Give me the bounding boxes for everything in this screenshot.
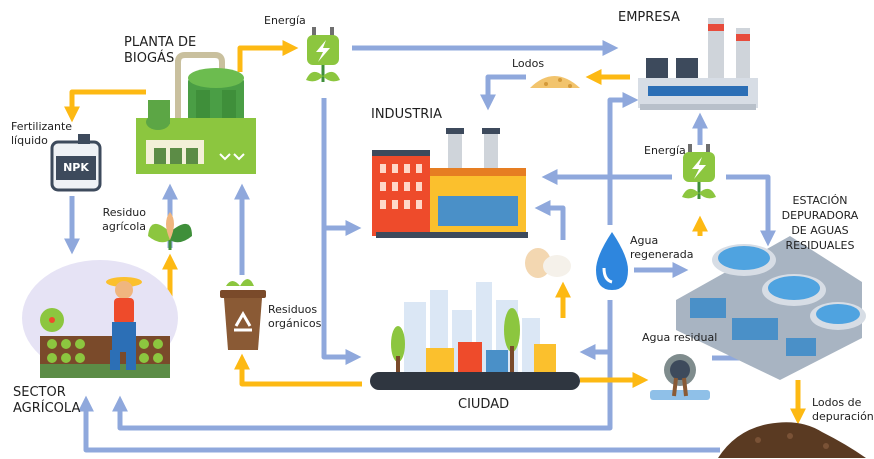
plug-icon: [306, 27, 340, 82]
biogas-plant-label: PLANTA DE BIOGÁS: [124, 35, 197, 67]
agricultural-sector-label: SECTOR AGRÍCOLA: [13, 385, 81, 417]
treatment-station-label: ESTACIÓN DEPURADORA DE AGUAS RESIDUALES: [781, 194, 859, 252]
agricultural-residue-label: Residuo agrícola: [102, 206, 146, 233]
biogas-to-energy-arrow: [237, 39, 299, 72]
treatment-sludge-label: Lodos de depuración: [812, 396, 874, 423]
empresa-factory-illustration: [638, 18, 758, 110]
water-to-sector-agricola-arrow: [111, 300, 613, 431]
eggs-icon: [525, 248, 571, 278]
sludge-pile-icon: [530, 76, 580, 88]
blue-flow-arrows: [63, 39, 777, 453]
lodos-label: Lodos: [512, 57, 545, 70]
ciudad-to-organic-arrow: [233, 353, 362, 387]
wastewater-treatment-plant-illustration: [676, 236, 866, 380]
city-illustration: [370, 282, 580, 390]
fertilizer-label: Fertilizante líquido: [11, 120, 73, 147]
lodos-depuracion-to-sector-arrow: [77, 395, 720, 453]
industria-label: INDUSTRIA: [371, 107, 443, 122]
agua-regenerada-to-ciudad-arrow: [579, 300, 613, 361]
industria-factory-illustration: [372, 128, 528, 238]
farmer-field-illustration: [22, 260, 178, 378]
city-label: CIUDAD: [458, 397, 510, 412]
plug-icon: [682, 144, 716, 199]
energy-label: Energía: [264, 14, 306, 27]
sewage-pipe-icon: [650, 354, 710, 400]
sprout-icon: [148, 212, 192, 250]
biogas-to-fertilizer-arrow: [63, 89, 146, 123]
eggs-to-industria-arrow: [534, 199, 566, 240]
lodos-to-industria-arrow: [479, 74, 526, 111]
energy-to-station-arrow: [726, 174, 777, 247]
agua-regenerada-to-empresa-arrow: [607, 91, 639, 225]
organic-waste-bin-icon: [220, 279, 266, 350]
wastewater-label: Agua residual: [642, 331, 718, 344]
fertilizer-can-icon: [50, 134, 102, 192]
energy-down-to-ciudad-arrow: [321, 98, 362, 366]
empresa-label: EMPRESA: [618, 10, 680, 25]
biogas-plant-illustration: [136, 52, 256, 174]
energy-label: Energía: [644, 144, 686, 157]
soil-pile-icon: [718, 422, 866, 458]
organic-waste-label: Residuos orgánicos: [268, 303, 322, 330]
npk-label: NPK: [63, 161, 89, 174]
recycle-icon: [234, 311, 252, 332]
water-drop-icon: [596, 232, 628, 290]
reclaimed-water-label: Agua regenerada: [630, 234, 694, 261]
